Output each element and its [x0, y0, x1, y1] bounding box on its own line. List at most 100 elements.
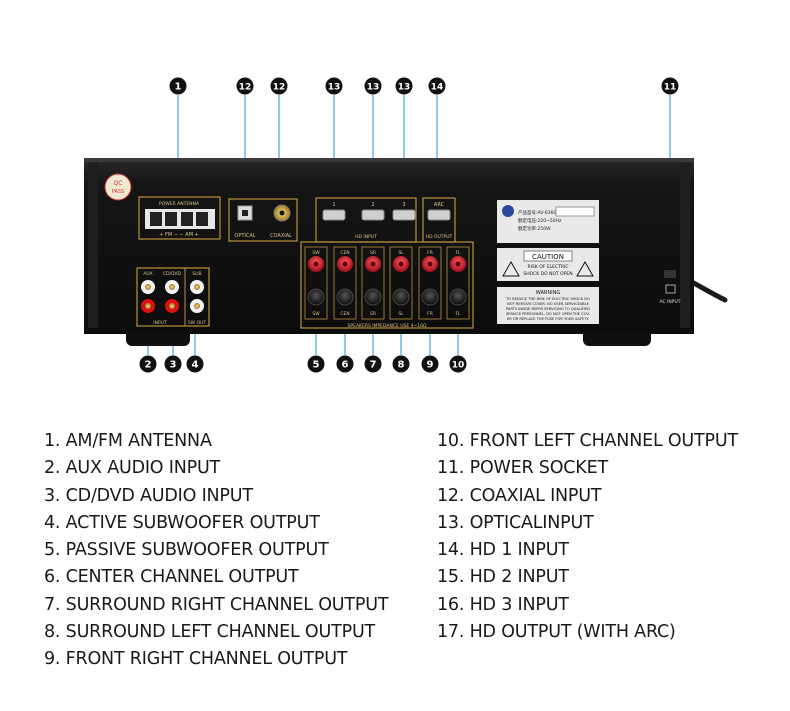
speaker-channel-label: SW	[312, 250, 320, 256]
antenna-terminal[interactable]: POWER ANTENNA + FM − − AM +	[138, 196, 221, 240]
warning-line-2: NOT REMOVE COVER. NO USER-SERVICEABLE	[507, 302, 590, 306]
hd-output[interactable]	[427, 209, 451, 221]
callout-badge-12: 12	[236, 77, 254, 95]
warning-line-5: ER OR REPLACE THE FUSE FOR YOUR SAFETY.	[507, 317, 589, 321]
callout-badge-11: 11	[661, 77, 679, 95]
speaker-terminal-negative	[449, 288, 467, 306]
caution-plate: CAUTION RISK OF ELECTRIC SHOCK DO NOT OP…	[497, 248, 599, 281]
legend-item: 6. CENTER CHANNEL OUTPUT	[44, 567, 299, 588]
spec-line-2: 额定电压:220~50Hz	[518, 217, 562, 224]
svg-text:2: 2	[145, 360, 152, 371]
speaker-terminal-fr[interactable]: FR FR	[418, 246, 442, 320]
hd-input-2[interactable]	[361, 209, 385, 221]
speaker-channel-label-bottom: FL	[455, 311, 461, 317]
legend-item: 8. SURROUND LEFT CHANNEL OUTPUT	[44, 622, 376, 643]
svg-text:13: 13	[367, 83, 380, 93]
hd-num-3: 3	[402, 202, 405, 208]
speaker-channel-label: FR	[427, 250, 433, 256]
callout-badge-10: 10	[449, 355, 467, 373]
legend-item: 5. PASSIVE SUBWOOFER OUTPUT	[44, 540, 329, 561]
svg-text:13: 13	[398, 83, 411, 93]
speaker-channel-label-bottom: SR	[370, 311, 376, 317]
callout-badge-7: 7	[364, 355, 382, 373]
legend-item: 3. CD/DVD AUDIO INPUT	[44, 485, 253, 506]
svg-text:12: 12	[239, 83, 252, 93]
svg-text:4: 4	[192, 360, 199, 371]
svg-text:14: 14	[431, 83, 444, 93]
legend-item: 11. POWER SOCKET	[437, 458, 608, 479]
legend-item: 12. COAXIAL INPUT	[437, 485, 602, 506]
hd-input-1[interactable]	[322, 209, 346, 221]
callout-badge-2: 2	[139, 355, 157, 373]
warning-line-3: PARTS INSIDE REFER SERVICING TO QUALIFIE…	[506, 307, 590, 311]
arc-label: ARC	[434, 202, 445, 208]
warning-line-1: TO REDUCE THE RISK OF ELECTRIC SHOCK DO	[505, 297, 590, 301]
optical-coaxial-block: OPTICAL COAXIAL	[228, 198, 298, 242]
spec-line-1: 产品型号:AV-6360HD	[518, 209, 564, 216]
svg-text:6: 6	[342, 360, 349, 371]
svg-text:11: 11	[664, 83, 677, 93]
callout-badge-13: 13	[325, 77, 343, 95]
speaker-terminal-negative	[392, 288, 410, 306]
callout-badge-8: 8	[392, 355, 410, 373]
legend-item: 16. HD 3 INPUT	[437, 594, 569, 615]
callout-badge-1: 1	[169, 77, 187, 95]
callout-badge-5: 5	[307, 355, 325, 373]
speaker-terminal-cen[interactable]: CEN CEN	[333, 246, 357, 320]
warning-plate: WARNING TO REDUCE THE RISK OF ELECTRIC S…	[497, 287, 599, 324]
rca-input-block: AUX CD/DVD SUB INPUT SW OUT	[136, 267, 210, 327]
ac-input-label: AC INPUT	[659, 299, 680, 305]
antenna-label: POWER ANTENNA	[159, 201, 200, 207]
callout-badge-14: 14	[428, 77, 446, 95]
warning-line-4: SERVICE PERSONNEL. DO NOT OPEN THE COV-	[506, 312, 591, 316]
legend-item: 13. OPTICALINPUT	[437, 512, 594, 533]
speaker-channel-label-bottom: CEN	[340, 311, 349, 317]
callout-badge-9: 9	[421, 355, 439, 373]
legend-item: 9. FRONT RIGHT CHANNEL OUTPUT	[44, 649, 348, 670]
antenna-bottom-label: + FM − − AM +	[159, 232, 199, 238]
speakers-label: SPEAKERS IMPEDANCE USE 4~16Ω	[348, 323, 427, 329]
hd-input-label: HD INPUT	[355, 234, 377, 240]
caution-label: CAUTION	[532, 253, 564, 261]
svg-text:12: 12	[273, 83, 286, 93]
warning-label: WARNING	[536, 290, 561, 296]
rca-aux-label: AUX	[143, 271, 152, 277]
speaker-channel-label-bottom: FR	[427, 311, 433, 317]
callout-badge-13: 13	[395, 77, 413, 95]
svg-text:7: 7	[370, 360, 377, 371]
hd-output-label: HD OUTPUT	[426, 234, 453, 240]
legend-item: 14. HD 1 INPUT	[437, 540, 569, 561]
speaker-channel-label: FL	[455, 250, 461, 256]
speaker-terminal-fl[interactable]: FL FL	[446, 246, 470, 320]
pass-label: PASS	[112, 189, 124, 195]
ac-input[interactable]: AC INPUT	[659, 270, 681, 305]
speaker-terminal-negative	[364, 288, 382, 306]
rca-cd-label: CD/DVD	[163, 271, 182, 277]
svg-text:8: 8	[398, 360, 405, 371]
speaker-channel-label-bottom: SL	[398, 311, 404, 317]
legend-item: 15. HD 2 INPUT	[437, 567, 569, 588]
hd-num-2: 2	[371, 202, 374, 208]
callout-badge-13: 13	[364, 77, 382, 95]
svg-text:1: 1	[175, 82, 182, 93]
svg-text:13: 13	[328, 83, 341, 93]
spec-plate: 产品型号:AV-6360HD 额定电压:220~50Hz 额定功率:250W	[497, 200, 599, 243]
rca-sub-label: SUB	[192, 271, 201, 277]
legend-item: 10. FRONT LEFT CHANNEL OUTPUT	[437, 431, 738, 451]
svg-text:9: 9	[427, 360, 434, 371]
hd-input-3[interactable]	[392, 209, 416, 221]
legend-right-column: 10. FRONT LEFT CHANNEL OUTPUT 11. POWER S…	[437, 428, 738, 646]
optical-label: OPTICAL	[234, 233, 255, 239]
spec-line-3: 额定功率:250W	[518, 225, 551, 232]
legend-item: 7. SURROUND RIGHT CHANNEL OUTPUT	[44, 594, 389, 615]
svg-text:10: 10	[452, 361, 465, 371]
callout-badge-12: 12	[270, 77, 288, 95]
sw-out-label: SW OUT	[188, 320, 207, 326]
speaker-channel-label: CEN	[340, 250, 349, 256]
